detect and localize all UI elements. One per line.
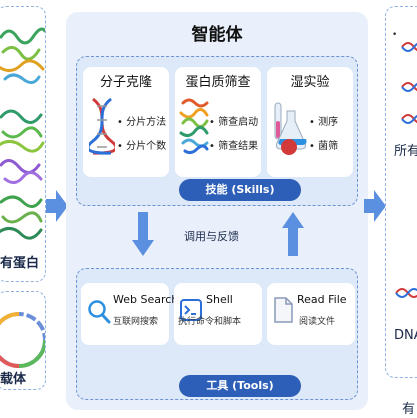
terminal-icon — [180, 299, 202, 321]
tool-subtitle: 互联网搜索 — [113, 317, 159, 327]
agent-title: 智能体 — [191, 25, 243, 45]
skill-title: 湿实验 — [290, 75, 330, 90]
arrow-down-icon — [132, 212, 154, 256]
arrow-up-icon — [282, 212, 304, 256]
skill-item: • 分片方法 — [117, 117, 167, 128]
tool-subtitle: 执行命令和脚本 — [178, 317, 242, 327]
output-label-dna: DNA — [394, 328, 417, 343]
tool-title: Read File — [297, 293, 347, 306]
skill-item: • 菌筛 — [309, 141, 339, 152]
input-panel-carrier — [0, 291, 46, 390]
dna-helix-icon — [89, 97, 115, 155]
output-label-all: 所有 — [394, 144, 417, 159]
arrow-right-icon — [364, 190, 386, 222]
skill-card-protein-screening: 蛋白质筛查 • 筛查启动 • 筛查结果 — [175, 67, 261, 177]
output-panel: • — [385, 6, 417, 378]
skill-item: • 测序 — [309, 117, 339, 128]
protein-structure-icon — [179, 98, 209, 155]
tool-card-read-file: Read File 阅读文件 — [267, 283, 355, 345]
protein-label: 有蛋白 — [0, 256, 40, 271]
arrow-right-icon — [46, 190, 68, 222]
tool-title: Web Search — [113, 293, 179, 306]
carrier-label: 载体 — [0, 372, 27, 387]
skill-card-cloning: 分子克隆 • 分片方法 • 分片个数 — [83, 67, 169, 177]
tool-title: Shell — [206, 293, 233, 306]
invoke-feedback-label: 调用与反馈 — [184, 230, 239, 243]
skill-item: • 筛查启动 — [209, 117, 259, 128]
skill-item: • 筛查结果 — [209, 141, 259, 152]
skill-card-wet-lab: 湿实验 • 测序 • 菌筛 — [267, 67, 353, 177]
plasmid-ring-icon — [0, 312, 45, 368]
tools-box: Web Search 互联网搜索 Shell 执行命令和脚本 Read File… — [76, 268, 358, 400]
tools-footer-pill: 工具 (Tools) — [179, 375, 301, 397]
skills-footer-pill: 技能 (Skills) — [179, 179, 301, 201]
agent-panel: 智能体 分子克隆 • 分片方法 • 分片个数 蛋白质筛查 — [66, 12, 368, 410]
protein-structures-image — [0, 27, 45, 240]
search-icon — [88, 300, 111, 324]
output-label-bottom: 有 — [402, 402, 416, 417]
tool-card-web-search: Web Search 互联网搜索 — [81, 283, 178, 345]
skills-box: 分子克隆 • 分片方法 • 分片个数 蛋白质筛查 — [76, 56, 358, 206]
file-icon — [274, 297, 293, 323]
tool-subtitle: 阅读文件 — [299, 317, 336, 327]
input-panel-proteins — [0, 6, 46, 282]
dna-fragments-image: • — [392, 30, 417, 298]
svg-text:•: • — [392, 30, 397, 40]
skill-title: 分子克隆 — [99, 75, 152, 90]
skill-title: 蛋白质筛查 — [185, 75, 251, 90]
lab-flask-icon — [274, 102, 307, 155]
skill-item: • 分片个数 — [117, 141, 167, 152]
tool-card-shell: Shell 执行命令和脚本 — [174, 283, 262, 345]
